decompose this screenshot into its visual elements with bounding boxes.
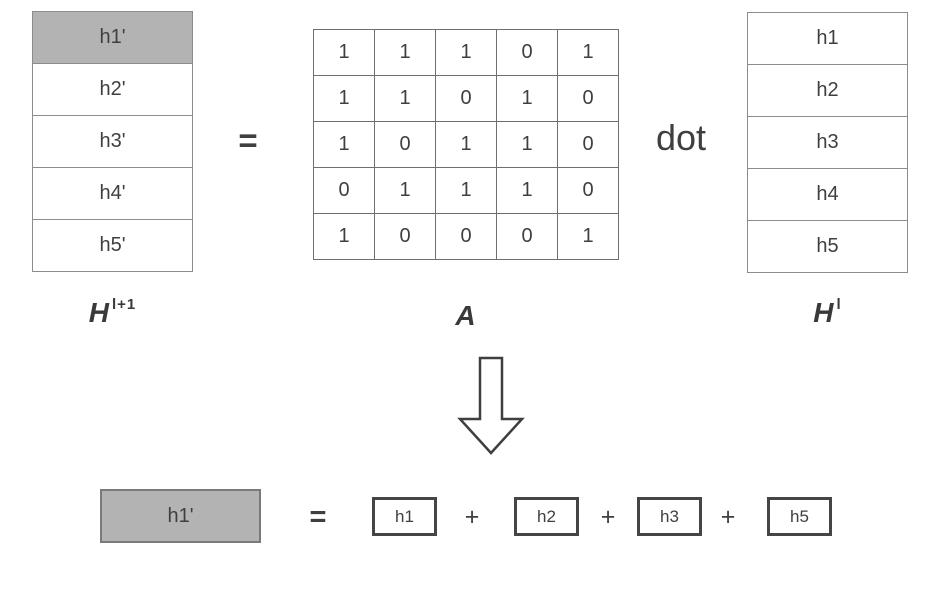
matrix-cell-4-3: 0 (497, 214, 558, 260)
term-box-h5: h5 (767, 497, 832, 536)
matrix-cell-3-3: 1 (497, 168, 558, 214)
adjacency-matrix-label: A (313, 300, 618, 332)
matrix-cell-4-2: 0 (436, 214, 497, 260)
adjacency-matrix-label-base: A (455, 300, 476, 331)
matrix-cell-2-2: 1 (436, 122, 497, 168)
h-next-cell-h5: h5' (32, 219, 193, 272)
result-box-h1: h1' (100, 489, 261, 543)
matrix-cell-1-3: 1 (497, 76, 558, 122)
matrix-cell-1-2: 0 (436, 76, 497, 122)
matrix-cell-3-0: 0 (314, 168, 375, 214)
h-prev-cell-h3: h3 (747, 116, 908, 169)
matrix-cell-2-3: 1 (497, 122, 558, 168)
h-prev-label-superscript: l (836, 295, 842, 313)
matrix-cell-1-1: 1 (375, 76, 436, 122)
h-prev-cell-h2: h2 (747, 64, 908, 117)
matrix-cell-4-1: 0 (375, 214, 436, 260)
h-next-cell-h2: h2' (32, 63, 193, 116)
matrix-cell-4-0: 1 (314, 214, 375, 260)
plus-sign-1: + (464, 503, 480, 531)
h-next-cell-h3: h3' (32, 115, 193, 168)
h-prev-cell-h5: h5 (747, 220, 908, 273)
h-next-label-base: H (88, 297, 109, 328)
equals-sign-bottom: = (309, 501, 327, 533)
down-arrow-icon (450, 355, 535, 462)
h-prev-vector: h1 h2 h3 h4 h5 (747, 12, 908, 273)
h-prev-cell-h4: h4 (747, 168, 908, 221)
plus-sign-2: + (600, 503, 616, 531)
plus-sign-3: + (720, 503, 736, 531)
h-next-label-superscript: l+1 (111, 295, 137, 313)
matrix-cell-0-0: 1 (314, 30, 375, 76)
matrix-cell-2-1: 0 (375, 122, 436, 168)
matrix-cell-2-4: 0 (558, 122, 619, 168)
h-prev-cell-h1: h1 (747, 12, 908, 65)
matrix-cell-0-1: 1 (375, 30, 436, 76)
term-box-h2: h2 (514, 497, 579, 536)
matrix-cell-3-4: 0 (558, 168, 619, 214)
matrix-cell-0-2: 1 (436, 30, 497, 76)
h-next-vector: h1' h2' h3' h4' h5' (32, 11, 193, 272)
matrix-cell-0-4: 1 (558, 30, 619, 76)
term-box-h1: h1 (372, 497, 437, 536)
matrix-cell-1-0: 1 (314, 76, 375, 122)
matrix-cell-2-0: 1 (314, 122, 375, 168)
h-next-cell-h1: h1' (32, 11, 193, 64)
equals-sign-top: = (238, 122, 258, 159)
term-box-h3: h3 (637, 497, 702, 536)
h-prev-label-base: H (813, 297, 834, 328)
dot-operator: dot (655, 117, 707, 158)
adjacency-matrix: 1 1 1 0 1 1 1 0 1 0 1 0 1 1 0 0 1 1 1 0 … (313, 29, 619, 260)
matrix-cell-0-3: 0 (497, 30, 558, 76)
matrix-cell-3-2: 1 (436, 168, 497, 214)
matrix-cell-1-4: 0 (558, 76, 619, 122)
matrix-cell-4-4: 1 (558, 214, 619, 260)
matrix-cell-3-1: 1 (375, 168, 436, 214)
h-next-cell-h4: h4' (32, 167, 193, 220)
